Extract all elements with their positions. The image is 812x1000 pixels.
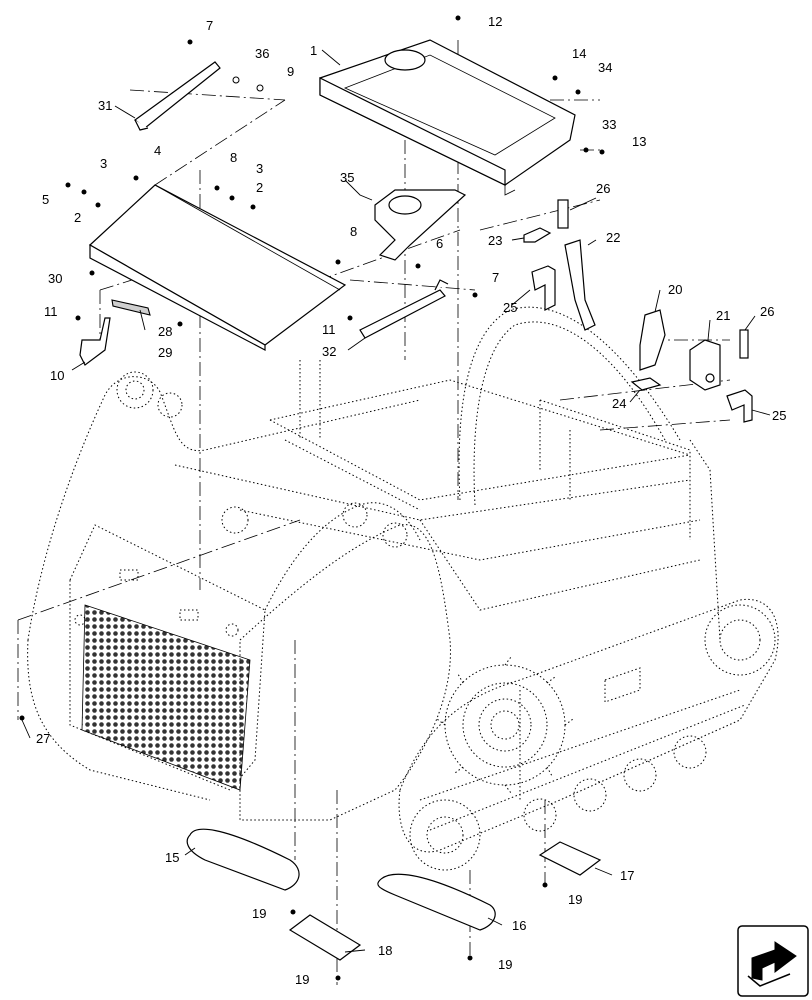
corner-bracket-part-b [726, 389, 753, 423]
callout-32: 32 [322, 344, 336, 359]
callout-29: 29 [158, 345, 172, 360]
hood-bracket-part [111, 299, 151, 316]
callout-23: 23 [488, 233, 502, 248]
callout-7: 7 [492, 270, 499, 285]
callout-14: 14 [572, 46, 586, 61]
callout-18: 18 [378, 943, 392, 958]
support-arm-part [564, 239, 596, 331]
rear-grille [81, 604, 251, 791]
floor-cover-17 [538, 841, 602, 876]
callout-15: 15 [165, 850, 179, 865]
callout-3: 3 [256, 161, 263, 176]
callout-25: 25 [772, 408, 786, 423]
callout-27: 27 [36, 731, 50, 746]
strap-part [134, 61, 221, 131]
callout-26: 26 [596, 181, 610, 196]
callout-leaders [21, 49, 771, 953]
callout-33: 33 [602, 117, 616, 132]
callout-21: 21 [716, 308, 730, 323]
callout-25: 25 [503, 300, 517, 315]
callout-11: 11 [322, 322, 336, 337]
callout-13: 13 [632, 134, 646, 149]
mounting-plate-part [374, 189, 467, 261]
callout-8: 8 [230, 150, 237, 165]
callout-31: 31 [98, 98, 112, 113]
callout-20: 20 [668, 282, 682, 297]
callout-19: 19 [498, 957, 512, 972]
callout-labels: 1 2 2 3 3 4 5 6 7 7 8 8 9 10 11 11 12 13… [36, 14, 786, 987]
latch-part [79, 317, 111, 366]
assembly-centerlines [17, 40, 731, 985]
callout-26: 26 [760, 304, 774, 319]
callout-36: 36 [255, 46, 269, 61]
callout-30: 30 [48, 271, 62, 286]
callout-35: 35 [340, 170, 354, 185]
side-plate-part [639, 309, 666, 371]
gusset-plate-part [689, 339, 721, 391]
loader-body-outline [27, 306, 779, 871]
callout-22: 22 [606, 230, 620, 245]
roof-panel-part [319, 39, 576, 196]
callout-19: 19 [568, 892, 582, 907]
callout-3: 3 [100, 156, 107, 171]
callout-19: 19 [295, 972, 309, 987]
callout-9: 9 [287, 64, 294, 79]
callout-34: 34 [598, 60, 612, 75]
callout-19: 19 [252, 906, 266, 921]
callout-5: 5 [42, 192, 49, 207]
callout-24: 24 [612, 396, 626, 411]
callout-1: 1 [310, 43, 317, 58]
floor-cover-15 [186, 828, 300, 891]
callout-11: 11 [44, 304, 58, 319]
corner-bracket-part-a [531, 265, 556, 311]
next-page-arrow-icon[interactable] [737, 925, 809, 997]
block-part [523, 227, 552, 243]
callout-2: 2 [74, 210, 81, 225]
fasteners [19, 15, 605, 981]
support-bar-part [359, 279, 449, 339]
callout-12: 12 [488, 14, 502, 29]
callout-2: 2 [256, 180, 263, 195]
callout-16: 16 [512, 918, 526, 933]
spacer-block-part [630, 377, 662, 391]
callout-17: 17 [620, 868, 634, 883]
rear-hood-part [88, 184, 347, 351]
callout-8: 8 [350, 224, 357, 239]
callout-28: 28 [158, 324, 172, 339]
callout-4: 4 [154, 143, 161, 158]
pad-part-a [557, 199, 569, 229]
callout-6: 6 [436, 236, 443, 251]
callout-7: 7 [206, 18, 213, 33]
pad-part-b [739, 329, 749, 359]
floor-cover-16 [377, 873, 496, 931]
callout-10: 10 [50, 368, 64, 383]
floor-cover-18 [288, 914, 362, 961]
